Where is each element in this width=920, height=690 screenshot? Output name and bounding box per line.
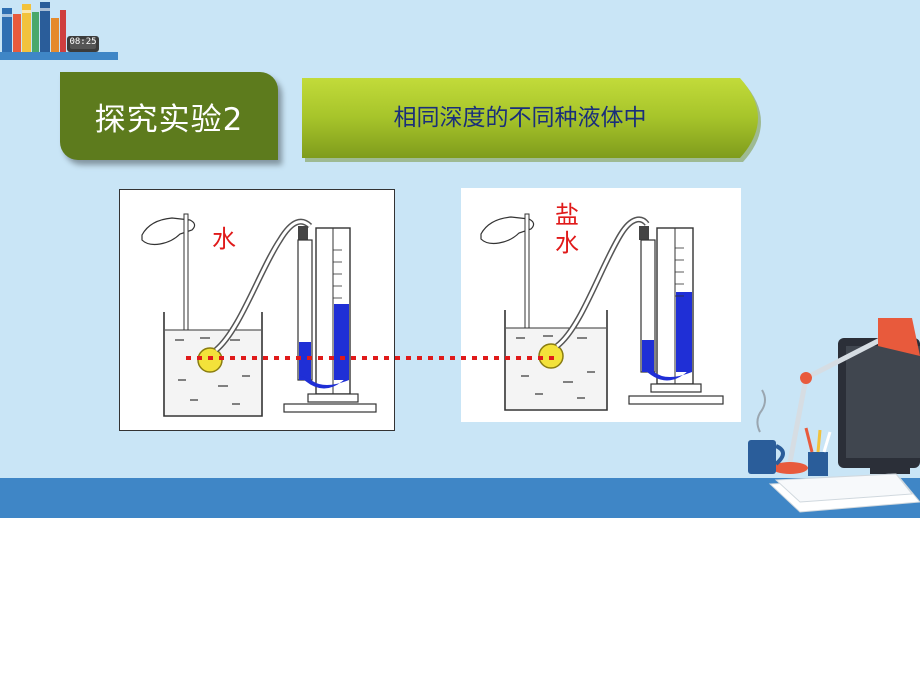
clock-display: 08:25 [69, 37, 97, 47]
saltwater-apparatus-drawing [480, 213, 724, 411]
pencil-cup-icon [804, 427, 832, 476]
page-subtitle: 相同深度的不同种液体中 [393, 105, 647, 131]
equal-depth-dotted-line [186, 356, 556, 360]
blank-area [0, 518, 920, 690]
liquid-label-saltwater-line2: 水 [555, 228, 579, 257]
page-title: 探究实验2 [94, 101, 244, 138]
manometer-left-liquid [642, 340, 654, 372]
title-box: 探究实验2 [60, 72, 278, 160]
manometer-right-liquid [334, 304, 349, 380]
books-icon [0, 2, 118, 60]
manometer-right-liquid [676, 292, 692, 372]
water-apparatus-drawing [141, 213, 377, 417]
slide: 08:25 探究实验2 相同深度的不同种液体中 [0, 0, 920, 518]
bottom-band [0, 478, 920, 518]
alarm-clock-icon [67, 36, 99, 52]
desk-lamp-icon [772, 318, 920, 474]
experiment-panel-water: 水 [119, 189, 395, 431]
manometer-left-liquid [299, 342, 311, 380]
liquid-label-saltwater-line1: 盐 [555, 201, 579, 229]
paper-overlay [768, 473, 920, 513]
subtitle-banner [302, 78, 761, 162]
experiment-panel-saltwater: 盐 水 [461, 188, 741, 422]
liquid-label-saltwater: 盐 水 [555, 201, 579, 257]
liquid-label-water: 水 [212, 225, 236, 253]
coffee-mug-icon [748, 389, 785, 474]
monitor-icon [838, 338, 920, 474]
